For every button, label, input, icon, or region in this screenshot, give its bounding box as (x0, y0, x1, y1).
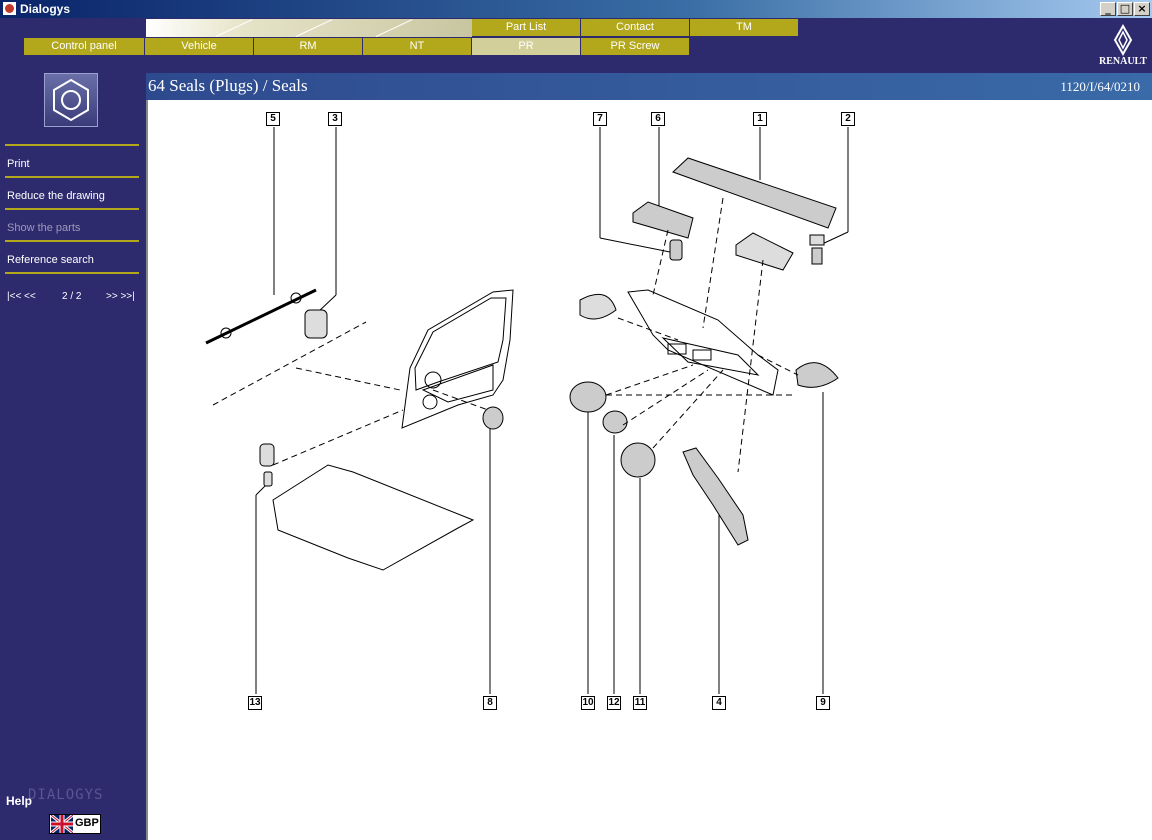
callout-5[interactable]: 5 (266, 112, 280, 126)
uk-flag-icon (51, 815, 73, 833)
top-navigation: Part List Contact TM Control panel Vehic… (0, 18, 1152, 73)
callout-7[interactable]: 7 (593, 112, 607, 126)
nut-icon (44, 73, 98, 127)
help-link[interactable]: Help (6, 794, 33, 808)
pager-first-previous[interactable]: |<< << (7, 291, 36, 302)
parts-diagram (205, 127, 849, 694)
window-title-bar: Dialogys _ □ × (0, 0, 1152, 18)
drawing-reference: 1120/I/64/0210 (1060, 79, 1140, 94)
callout-9[interactable]: 9 (816, 696, 830, 710)
separator (5, 272, 139, 274)
tab-nt[interactable]: NT (363, 38, 472, 55)
currency-selector[interactable]: GBP (49, 814, 101, 834)
tab-tm[interactable]: TM (690, 19, 799, 36)
callout-2[interactable]: 2 (841, 112, 855, 126)
app-icon (3, 2, 16, 15)
callout-8[interactable]: 8 (483, 696, 497, 710)
renault-logo: RENAULT (1097, 23, 1149, 68)
maximize-button[interactable]: □ (1117, 2, 1133, 16)
dialogys-watermark: DIALOGYS (28, 787, 104, 803)
close-button[interactable]: × (1134, 2, 1150, 16)
callout-10[interactable]: 10 (581, 696, 595, 710)
callout-11[interactable]: 11 (633, 696, 647, 710)
tab-vehicle[interactable]: Vehicle (145, 38, 254, 55)
brand-name: RENAULT (1099, 56, 1147, 67)
separator (5, 240, 139, 242)
separator (5, 176, 139, 178)
renault-diamond-icon (1113, 23, 1133, 57)
window-title: Dialogys (20, 2, 71, 16)
show-parts-link[interactable]: Show the parts (7, 222, 81, 234)
tab-rm[interactable]: RM (254, 38, 363, 55)
minimize-button[interactable]: _ (1100, 2, 1116, 16)
pager-next-last[interactable]: >> >>| (106, 291, 135, 302)
print-link[interactable]: Print (7, 158, 30, 170)
callout-3[interactable]: 3 (328, 112, 342, 126)
callout-12[interactable]: 12 (607, 696, 621, 710)
separator (5, 144, 139, 146)
callout-13[interactable]: 13 (248, 696, 262, 710)
pager-page-indicator: 2 / 2 (62, 291, 82, 302)
tab-part-list[interactable]: Part List (472, 19, 581, 36)
callout-6[interactable]: 6 (651, 112, 665, 126)
exploded-drawing[interactable]: 5 3 7 6 1 2 13 8 10 12 11 4 9 (146, 100, 1152, 840)
callout-1[interactable]: 1 (753, 112, 767, 126)
page-title: 64 Seals (Plugs) / Seals (148, 76, 308, 95)
currency-code: GBP (75, 817, 99, 829)
tab-contact[interactable]: Contact (581, 19, 690, 36)
separator (5, 208, 139, 210)
callout-4[interactable]: 4 (712, 696, 726, 710)
tab-control-panel[interactable]: Control panel (24, 38, 145, 55)
header-banner (146, 19, 472, 37)
reference-search-link[interactable]: Reference search (7, 254, 94, 266)
tab-pr-screw[interactable]: PR Screw (581, 38, 690, 55)
sidebar: Print Reduce the drawing Show the parts … (0, 73, 146, 840)
tab-pr[interactable]: PR (472, 38, 581, 55)
reduce-drawing-link[interactable]: Reduce the drawing (7, 190, 105, 202)
page-header: 64 Seals (Plugs) / Seals 1120/I/64/0210 (146, 73, 1152, 100)
